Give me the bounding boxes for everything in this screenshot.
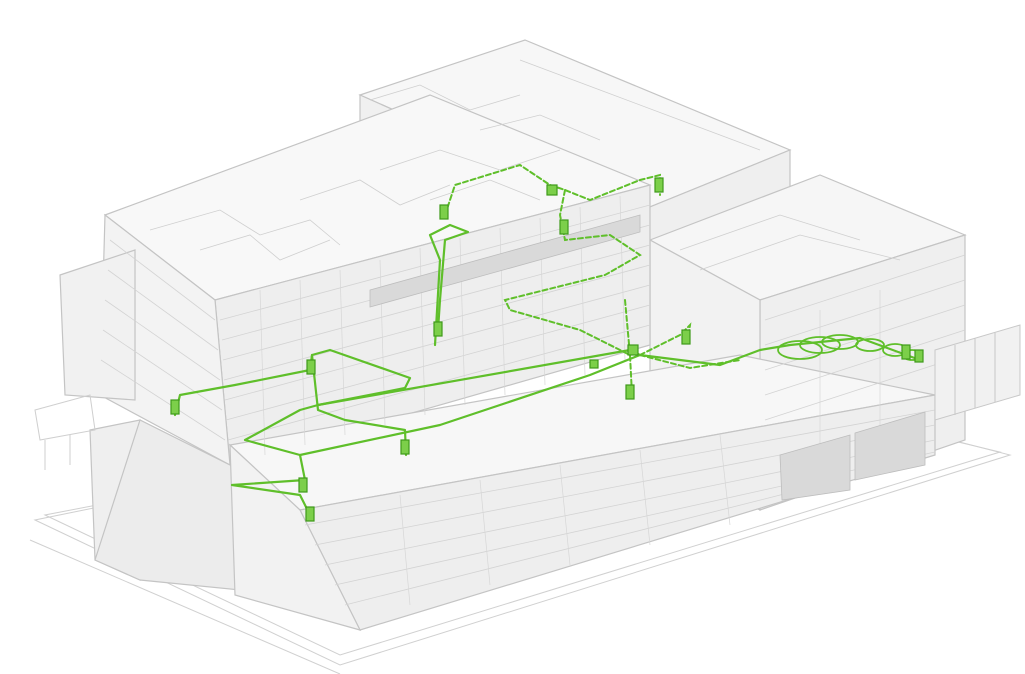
front-podium — [228, 354, 936, 631]
junction-boxes — [170, 177, 924, 522]
roof-partitions — [149, 59, 901, 271]
left-bay — [59, 249, 241, 591]
right-bridge — [934, 324, 1021, 421]
left-canopy — [34, 394, 96, 470]
